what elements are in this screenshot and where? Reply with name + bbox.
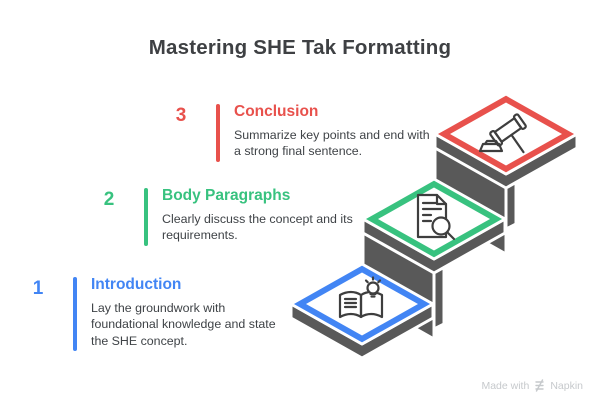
description-line: Summarize key points and end with	[234, 128, 430, 143]
step-number: 2	[103, 189, 115, 210]
description-line: Lay the groundwork with	[91, 301, 226, 316]
step-block-conclusion: 3 Conclusion Summarize key points and en…	[166, 103, 430, 162]
made-with-label: Made with	[481, 379, 530, 392]
staircase-step-body-paragraphs	[361, 177, 507, 341]
step-heading: Introduction	[91, 276, 182, 293]
step-number: 1	[32, 278, 44, 299]
step-accent-bar	[73, 277, 77, 351]
step-heading: Conclusion	[234, 103, 319, 120]
napkin-logo-icon	[535, 379, 545, 392]
step-block-introduction: 1 Introduction Lay the groundwork with f…	[23, 276, 276, 351]
step-accent-bar	[144, 188, 148, 246]
step-block-body-paragraphs: 2 Body Paragraphs Clearly discuss the co…	[94, 187, 353, 246]
description-line: requirements.	[162, 228, 238, 243]
description-line: Clearly discuss the concept and its	[162, 212, 353, 227]
description-line: a strong final sentence.	[234, 144, 363, 159]
step-top-face	[450, 102, 562, 166]
gavel-icon	[478, 113, 527, 154]
step-description: Clearly discuss the concept and its requ…	[162, 211, 353, 243]
document-search-icon	[416, 193, 456, 241]
description-line: foundational knowledge and state	[91, 317, 276, 332]
step-description: Summarize key points and end with a stro…	[234, 127, 430, 159]
brand-label: Napkin	[550, 379, 583, 392]
made-with-napkin-credit: Made with Napkin	[481, 379, 583, 392]
staircase-step-introduction	[289, 262, 435, 360]
page-title: Mastering SHE Tak Formatting	[148, 36, 452, 59]
description-line: the SHE concept.	[91, 333, 188, 348]
book-lightbulb-icon	[338, 276, 384, 319]
step-number: 3	[175, 105, 187, 126]
step-accent-bar	[216, 104, 220, 162]
step-description: Lay the groundwork with foundational kno…	[91, 300, 276, 349]
step-heading: Body Paragraphs	[162, 187, 291, 204]
